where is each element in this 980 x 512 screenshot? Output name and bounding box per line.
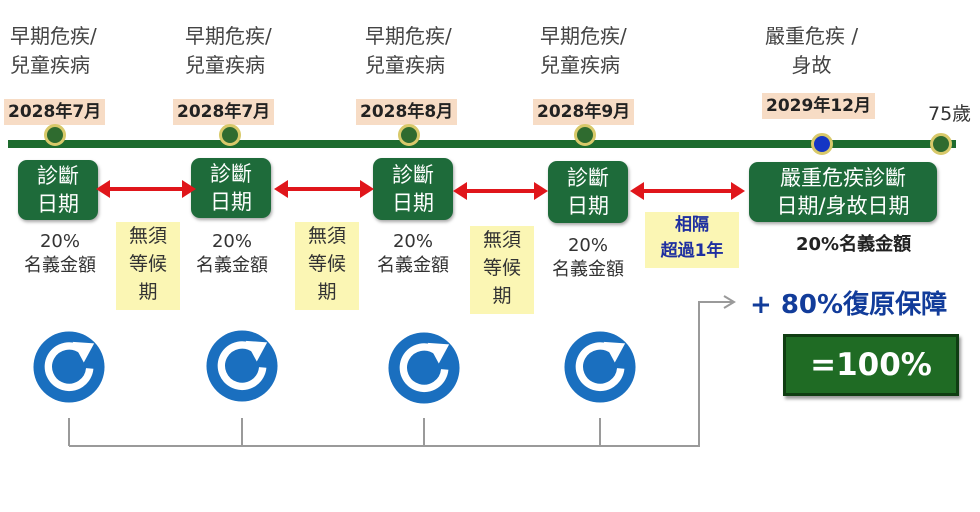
- box-line: 日期: [392, 191, 434, 215]
- total-badge: =100%: [783, 334, 959, 396]
- event-label: 早期危疾/ 兒童疾病: [185, 24, 272, 77]
- timeline-marker: [574, 124, 596, 146]
- event-label-final: 嚴重危疾 / 身故: [765, 24, 859, 77]
- date-label: 2028年7月: [173, 99, 275, 125]
- date-label: 2028年9月: [533, 99, 635, 125]
- waiting-note: 無須 等候 期: [295, 222, 359, 310]
- box-line: 診斷: [37, 164, 79, 188]
- double-arrow-icon: [630, 182, 745, 200]
- event-label: 早期危疾/ 兒童疾病: [365, 24, 452, 77]
- percent-label-final: 20%名義金額: [796, 234, 912, 255]
- diagnosis-box: 診斷 日期: [548, 161, 628, 223]
- diagnosis-box: 診斷 日期: [18, 160, 98, 220]
- date-label: 2028年7月: [4, 99, 106, 125]
- box-line: 診斷: [210, 162, 252, 186]
- age-label: 75歲: [928, 103, 972, 125]
- timeline-marker: [219, 124, 241, 146]
- diagnosis-box-final: 嚴重危疾診斷 日期/身故日期: [749, 162, 937, 222]
- double-arrow-icon: [96, 180, 196, 198]
- box-line: 日期/身故日期: [776, 194, 910, 218]
- gap-note: 相隔 超過1年: [645, 212, 739, 268]
- box-line: 日期: [567, 194, 609, 218]
- percent-label: 20% 名義金額: [196, 231, 268, 276]
- date-label-final: 2029年12月: [762, 93, 875, 119]
- double-arrow-icon: [453, 182, 548, 200]
- timeline-marker-final: [811, 133, 833, 155]
- box-line: 診斷: [392, 163, 434, 187]
- restore-label: + 80%復原保障: [750, 290, 948, 320]
- percent-label: 20% 名義金額: [552, 235, 624, 280]
- timeline-marker-end: [930, 133, 952, 155]
- refresh-icon: [33, 331, 105, 403]
- percent-label: 20% 名義金額: [377, 231, 449, 276]
- refresh-icon: [564, 331, 636, 403]
- box-line: 嚴重危疾診斷: [780, 166, 906, 190]
- waiting-note: 無須 等候 期: [116, 222, 180, 310]
- refresh-icon: [206, 330, 278, 402]
- box-line: 診斷: [567, 166, 609, 190]
- double-arrow-icon: [274, 180, 374, 198]
- date-label: 2028年8月: [356, 99, 458, 125]
- refresh-icon: [388, 332, 460, 404]
- diagnosis-box: 診斷 日期: [373, 158, 453, 220]
- timeline-marker: [44, 124, 66, 146]
- diagnosis-box: 診斷 日期: [191, 158, 271, 218]
- event-label: 早期危疾/ 兒童疾病: [10, 24, 97, 77]
- waiting-note: 無須 等候 期: [470, 226, 534, 314]
- box-line: 日期: [37, 192, 79, 216]
- timeline-marker: [398, 124, 420, 146]
- percent-label: 20% 名義金額: [24, 231, 96, 276]
- box-line: 日期: [210, 190, 252, 214]
- timeline-bar: [8, 140, 956, 148]
- event-label: 早期危疾/ 兒童疾病: [540, 24, 627, 77]
